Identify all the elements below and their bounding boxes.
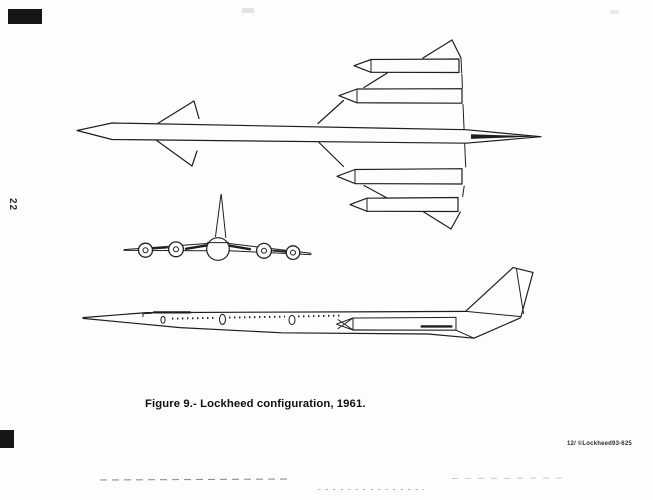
scan-artifacts — [0, 8, 619, 490]
side-vertical-tail — [464, 267, 534, 318]
side-fuselage-top — [82, 310, 467, 319]
bottom-dashed-line — [99, 478, 293, 481]
nacelle-outboard-upper — [353, 58, 460, 74]
side-engine-nacelle — [336, 316, 475, 339]
top-view-drawing — [76, 39, 542, 230]
plan-canard-lower — [155, 139, 198, 167]
nacelle-inboard-lower — [336, 168, 463, 185]
corner-mark-top-left — [8, 9, 42, 24]
side-view-drawing — [82, 267, 534, 339]
corner-mark-bottom-left — [0, 430, 14, 448]
plan-tail-spike — [471, 134, 541, 139]
nacelle-dark-bar — [420, 325, 453, 328]
page-number: 22 — [7, 198, 18, 212]
plan-wing-leading-edge — [317, 39, 453, 230]
front-engine-pods — [137, 241, 301, 261]
pod-right-outer — [285, 245, 301, 261]
plan-fuselage — [76, 122, 542, 144]
side-window-row — [171, 314, 341, 320]
plan-upper-wingtip — [451, 39, 462, 59]
plan-canard-upper — [157, 100, 200, 124]
pod-left-outer — [137, 242, 154, 258]
pod-right-inner — [255, 242, 273, 259]
plan-lower-wingtip — [450, 211, 461, 230]
front-view-drawing — [123, 194, 312, 261]
figure-caption: Figure 9.- Lockheed configuration, 1961. — [145, 398, 366, 410]
front-fuselage — [206, 237, 230, 261]
nacelle-outboard-lower — [349, 196, 459, 213]
rudder-line — [516, 268, 524, 314]
side-fuselage-bottom — [82, 317, 522, 339]
scan-id-stamp: 12/ ©Lockheed93-625 — [567, 441, 632, 447]
front-fin — [215, 194, 222, 237]
plan-engine-nacelles — [336, 58, 463, 213]
nacelle-inboard-upper — [338, 88, 463, 104]
side-doors — [160, 313, 296, 326]
pod-left-inner — [167, 241, 185, 258]
